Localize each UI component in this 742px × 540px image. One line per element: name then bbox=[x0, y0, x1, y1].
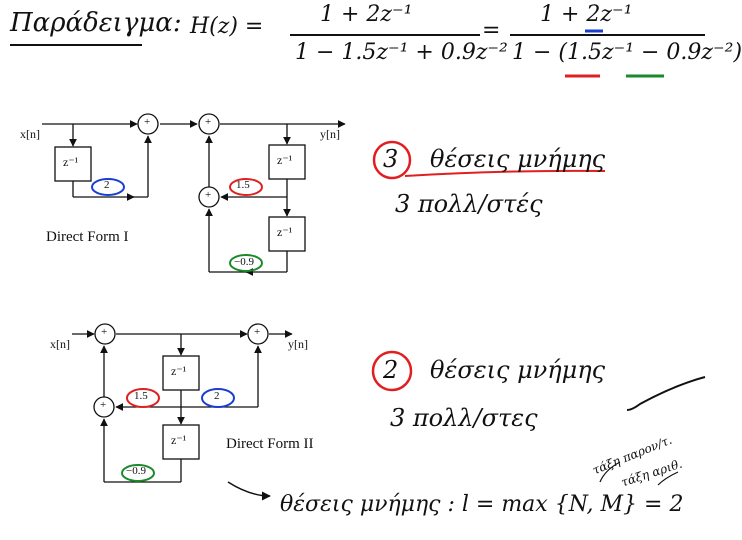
f1-adder-1: + bbox=[144, 116, 151, 128]
f1-memory-text: θέσεις μνήμης bbox=[430, 145, 606, 173]
f2-output-label: y[n] bbox=[288, 337, 308, 351]
direct-form-1 bbox=[42, 113, 346, 276]
f2-coef-a1: 1.5 bbox=[134, 390, 148, 402]
denominator-2: 1 − (1.5z⁻¹ − 0.9z⁻²) bbox=[512, 40, 742, 65]
numerator-1: 1 + 2z⁻¹ bbox=[320, 2, 413, 27]
form1-label: Direct Form I bbox=[46, 229, 129, 245]
f1-multipliers: 3 πολλ/στές bbox=[395, 190, 543, 218]
f1-adder-2: + bbox=[205, 116, 212, 128]
f1-output-label: y[n] bbox=[320, 127, 340, 141]
f1-adder-3: + bbox=[205, 189, 212, 201]
direct-form-2 bbox=[72, 323, 293, 483]
f1-delay-1: z⁻¹ bbox=[63, 155, 79, 169]
page-title: Παράδειγμα: bbox=[10, 8, 182, 38]
f2-adder-2: + bbox=[254, 326, 261, 338]
f1-memory-count: 3 bbox=[383, 145, 399, 173]
f1-input-label: x[n] bbox=[20, 127, 40, 141]
fraction-line-1 bbox=[290, 34, 480, 36]
title-underline bbox=[10, 44, 142, 46]
f1-coef-a2: −0.9 bbox=[234, 256, 254, 268]
memory-formula: θέσεις μνήμης : l = max {N, M} = 2 bbox=[280, 492, 684, 517]
f2-delay-1: z⁻¹ bbox=[171, 364, 187, 378]
f2-adder-1: + bbox=[101, 326, 108, 338]
f2-memory-text: θέσεις μνήμης bbox=[430, 356, 606, 384]
lhs: H(z) = bbox=[190, 14, 264, 39]
block-diagrams bbox=[42, 29, 706, 501]
f2-coef-b1: 2 bbox=[214, 390, 220, 402]
f2-input-label: x[n] bbox=[50, 337, 70, 351]
equals-sign: = bbox=[482, 18, 501, 43]
f2-multipliers: 3 πολλ/στες bbox=[390, 404, 538, 432]
denominator-1: 1 − 1.5z⁻¹ + 0.9z⁻² bbox=[295, 40, 508, 65]
numerator-2: 1 + 2z⁻¹ bbox=[540, 2, 633, 27]
f1-coef-b1: 2 bbox=[104, 179, 110, 191]
fraction-line-2 bbox=[510, 34, 705, 36]
form2-label: Direct Form II bbox=[226, 436, 314, 452]
f2-adder-3: + bbox=[100, 399, 107, 411]
f2-memory-count: 2 bbox=[383, 356, 399, 384]
f1-delay-2: z⁻¹ bbox=[277, 153, 293, 167]
f1-delay-3: z⁻¹ bbox=[277, 225, 293, 239]
f2-delay-2: z⁻¹ bbox=[171, 433, 187, 447]
f2-coef-a2: −0.9 bbox=[126, 465, 146, 477]
f1-coef-a1: 1.5 bbox=[236, 179, 250, 191]
